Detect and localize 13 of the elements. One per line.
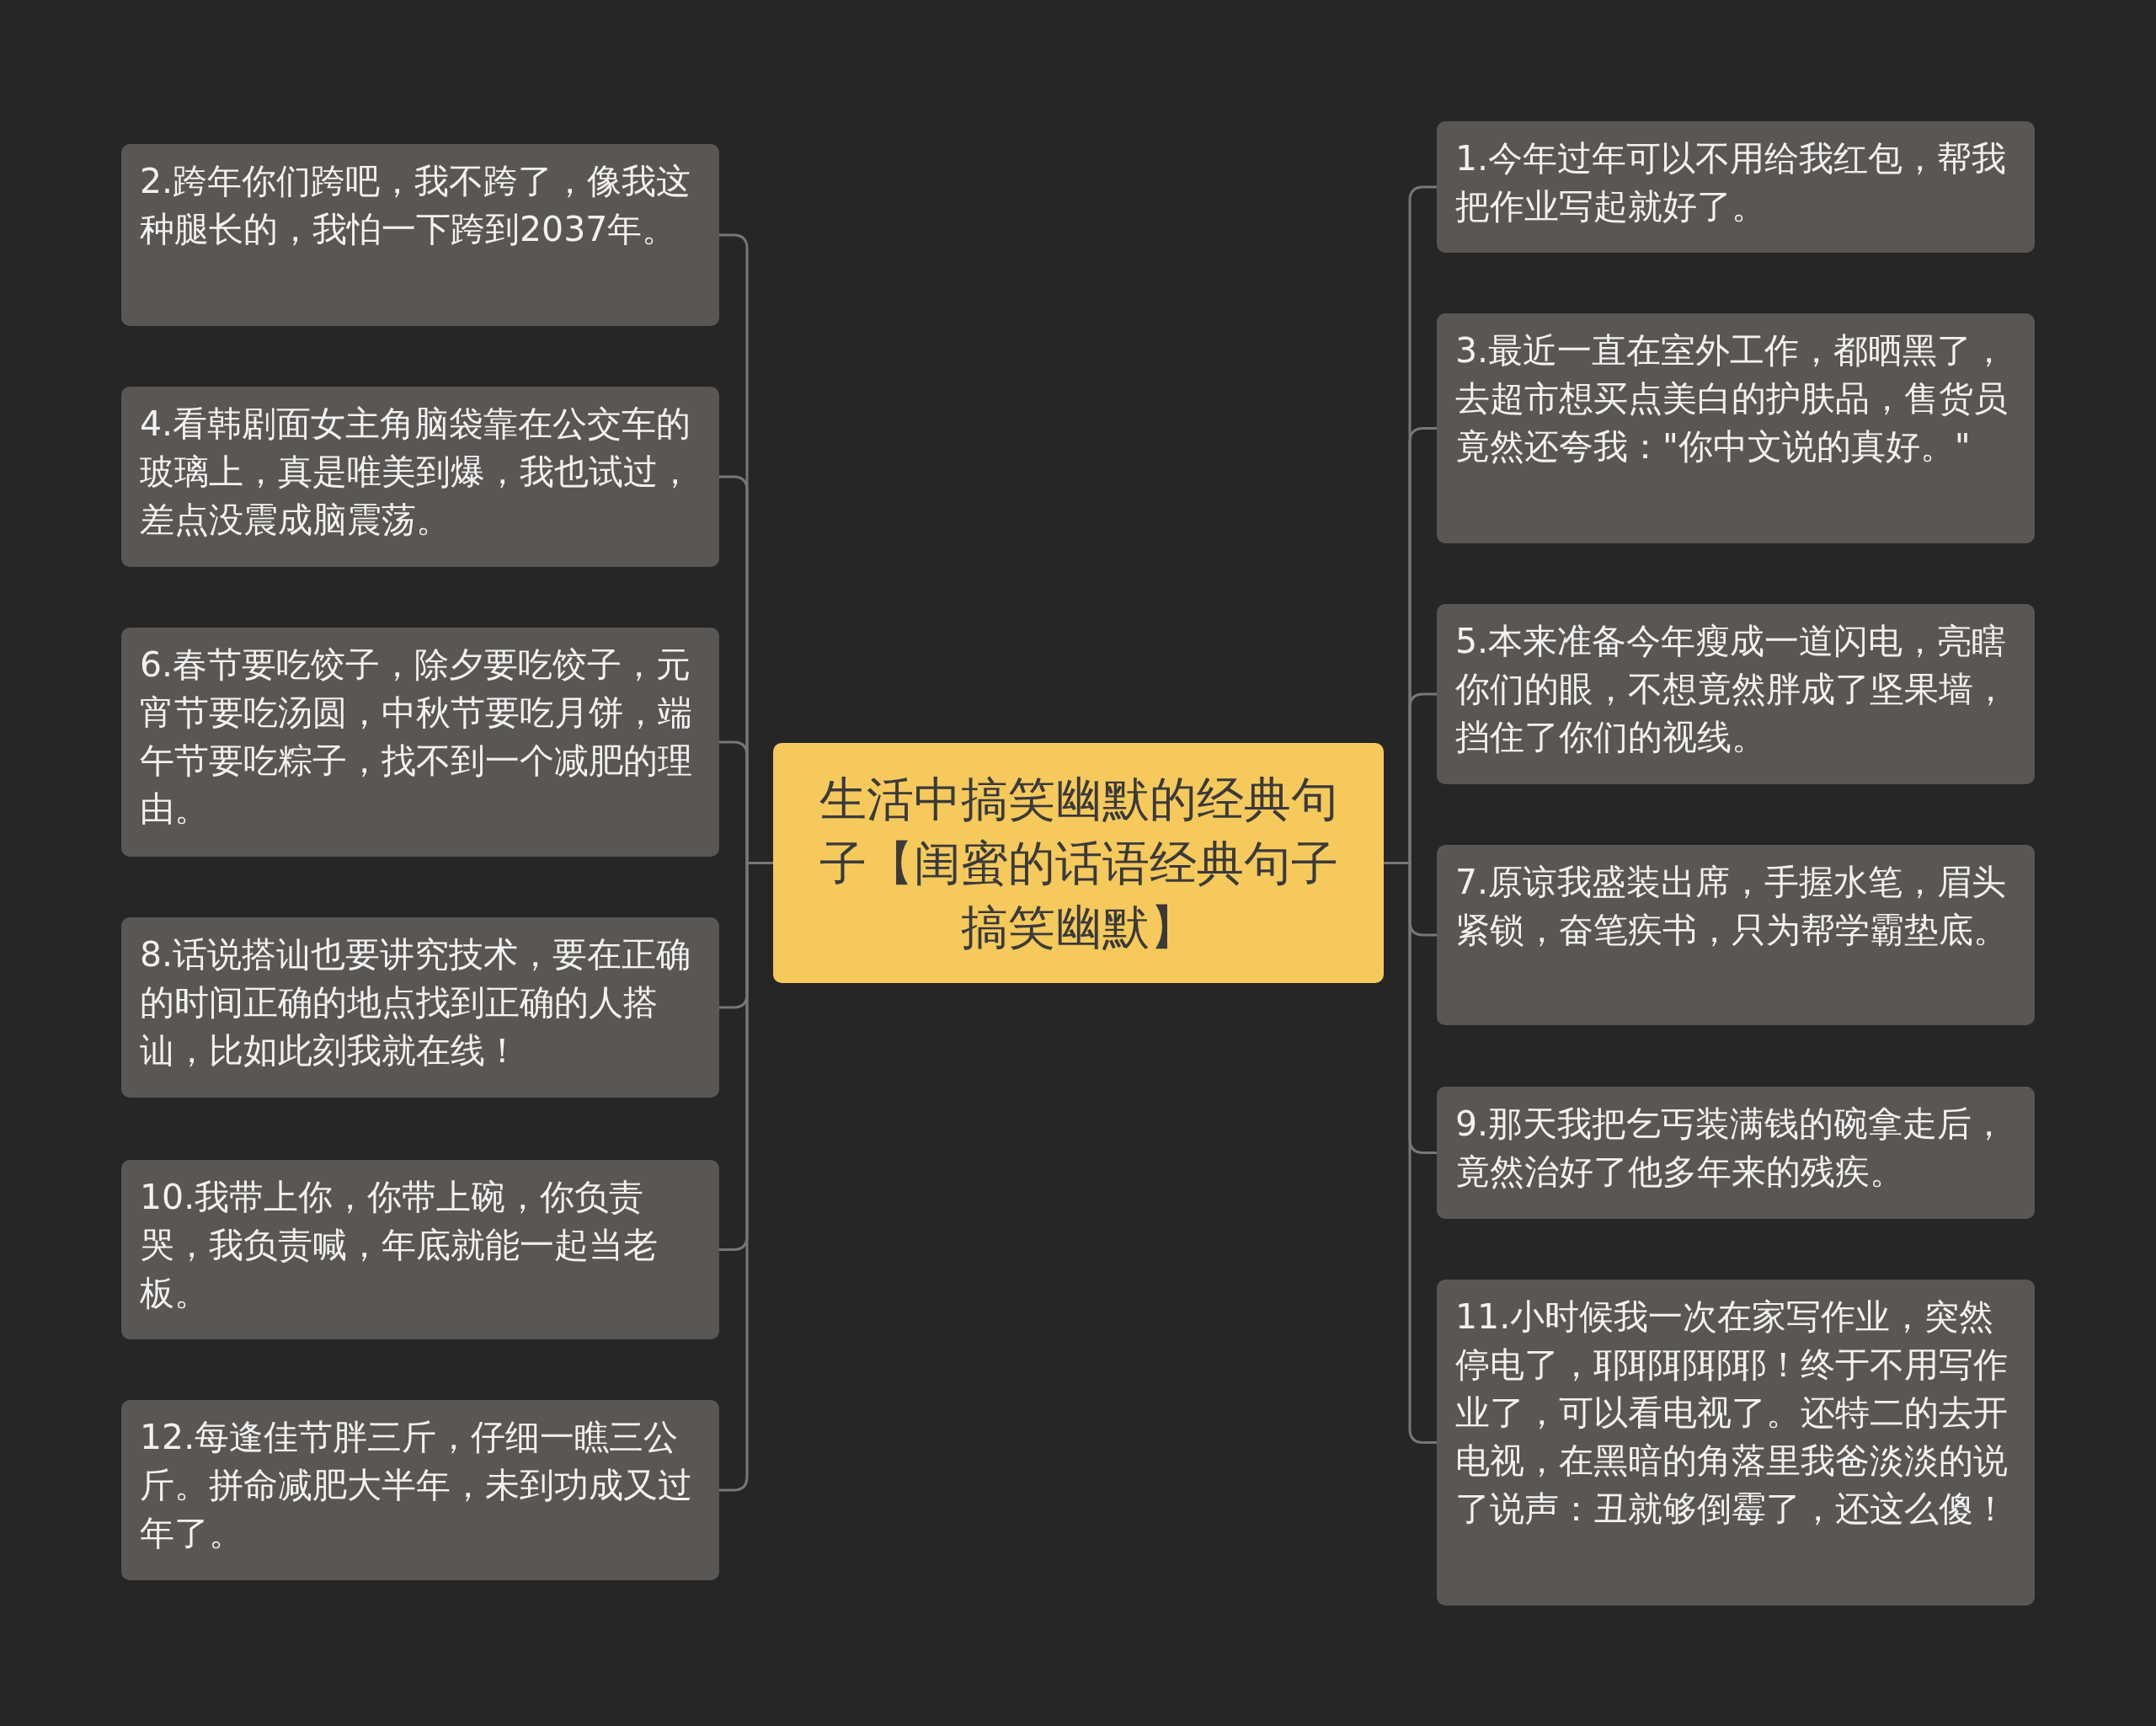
topic-box: 10.我带上你，你带上碗，你负责哭，我负责喊，年底就能一起当老板。 [121,1160,719,1339]
topic-box: 1.今年过年可以不用给我红包，帮我把作业写起就好了。 [1437,121,2035,253]
topic-box: 4.看韩剧面女主角脑袋靠在公交车的玻璃上，真是唯美到爆，我也试过，差点没震成脑震荡。 [121,387,719,567]
topic-box: 9.那天我把乞丐装满钱的碗拿走后，竟然治好了他多年来的残疾。 [1437,1087,2035,1219]
topic-box: 3.最近一直在室外工作，都晒黑了，去超市想买点美白的护肤品，售货员竟然还夸我："你中文说的真好。" [1437,313,2035,543]
central-topic-box: 生活中搞笑幽默的经典句子【闺蜜的话语经典句子搞笑幽默】 [773,743,1384,983]
topic-box: 12.每逢佳节胖三斤，仔细一瞧三公斤。拼命减肥大半年，未到功成又过年了。 [121,1400,719,1580]
topic-box: 5.本来准备今年瘦成一道闪电，亮瞎你们的眼，不想竟然胖成了坚果墙，挡住了你们的视线。 [1437,604,2035,784]
topic-box: 11.小时候我一次在家写作业，突然停电了，耶耶耶耶耶！终于不用写作业了，可以看电视了。还特二的去开电视，在黑暗的角落里我爸淡淡的说了说声：丑就够倒霉了，还这么傻！ [1437,1280,2035,1606]
topic-box: 2.跨年你们跨吧，我不跨了，像我这种腿长的，我怕一下跨到2037年。 [121,144,719,326]
topic-box: 7.原谅我盛装出席，手握水笔，眉头紧锁，奋笔疾书，只为帮学霸垫底。 [1437,845,2035,1025]
topic-box: 6.春节要吃饺子，除夕要吃饺子，元宵节要吃汤圆，中秋节要吃月饼，端午节要吃粽子，找不到一个减肥的理由。 [121,628,719,857]
topic-box: 8.话说搭讪也要讲究技术，要在正确的时间正确的地点找到正确的人搭讪，比如此刻我就在线！ [121,917,719,1098]
